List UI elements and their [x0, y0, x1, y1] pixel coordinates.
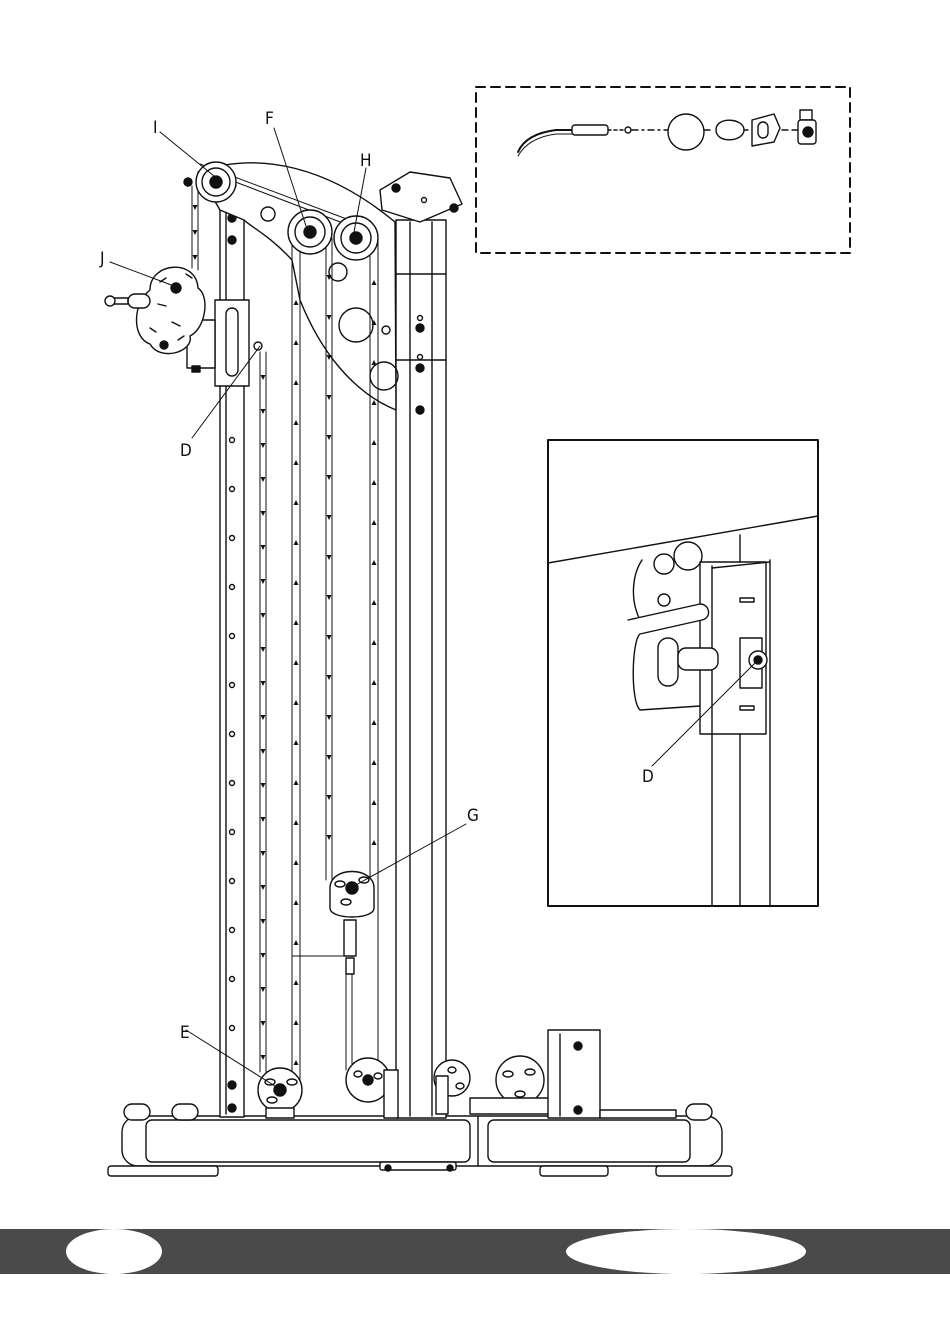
- cable-arrow: [372, 680, 377, 685]
- cable-arrow: [294, 540, 299, 545]
- cable-arrow: [261, 953, 266, 958]
- cable-arrow: [372, 440, 377, 445]
- callout-label-j: J: [99, 249, 105, 269]
- cable-arrow: [261, 477, 266, 482]
- cable-arrow: [294, 380, 299, 385]
- cable-arrow: [294, 1060, 299, 1065]
- cable-arrow: [261, 749, 266, 754]
- cable-arrow: [327, 475, 332, 480]
- cable-arrow: [294, 980, 299, 985]
- cable-arrow: [261, 647, 266, 652]
- cable-arrow: [261, 885, 266, 890]
- cable-arrow: [372, 840, 377, 845]
- cable-arrow: [294, 860, 299, 865]
- cable-arrow: [327, 435, 332, 440]
- callout-label-d-main: D: [180, 441, 192, 461]
- cable-arrow: [261, 613, 266, 618]
- cable-arrow: [327, 635, 332, 640]
- cable-arrow: [327, 515, 332, 520]
- cable-arrow: [261, 579, 266, 584]
- callout-label-d-inset: D: [642, 767, 654, 787]
- cable-arrow: [372, 520, 377, 525]
- cable-arrow: [327, 755, 332, 760]
- detail-view-inset: [548, 440, 818, 906]
- cable-arrow: [372, 400, 377, 405]
- cable-arrow: [294, 340, 299, 345]
- callout-label-g: G: [467, 806, 479, 826]
- cable-arrow: [261, 511, 266, 516]
- cable-arrow: [327, 795, 332, 800]
- page-number-left-tab: [66, 1229, 162, 1274]
- pulley-e: [258, 1068, 302, 1118]
- cable-arrow: [372, 760, 377, 765]
- pulley-i: [196, 162, 236, 202]
- cable-arrow: [294, 900, 299, 905]
- cable-arrow: [372, 640, 377, 645]
- cable-arrow: [294, 820, 299, 825]
- cable-arrow: [372, 480, 377, 485]
- cable-arrow: [294, 1020, 299, 1025]
- cable-arrow: [193, 255, 198, 260]
- pulley-f: [288, 210, 332, 254]
- cable-arrow: [261, 443, 266, 448]
- cable-arrow: [261, 715, 266, 720]
- cable-arrow: [327, 595, 332, 600]
- cable-arrow: [261, 919, 266, 924]
- cable-arrow: [294, 500, 299, 505]
- cable-arrow: [261, 1021, 266, 1026]
- cable-arrow: [294, 300, 299, 305]
- callout-label-h: H: [360, 151, 372, 171]
- callout-label-f: F: [265, 109, 274, 129]
- cable-arrow: [327, 675, 332, 680]
- cable-arrow: [294, 780, 299, 785]
- cable-arrow: [372, 800, 377, 805]
- cable-arrow: [294, 460, 299, 465]
- pulley-g: [330, 872, 374, 975]
- cable-arrow: [327, 395, 332, 400]
- cable-arrow: [294, 620, 299, 625]
- cable-arrow: [372, 560, 377, 565]
- cable-arrow: [193, 205, 198, 210]
- cable-arrow: [261, 987, 266, 992]
- cable-arrow: [261, 545, 266, 550]
- cable-arrow: [294, 420, 299, 425]
- pulley-j-adjuster: [105, 267, 205, 353]
- cable-arrow: [294, 700, 299, 705]
- cable-arrow: [261, 783, 266, 788]
- cable-arrow: [294, 660, 299, 665]
- cable-arrow: [372, 720, 377, 725]
- left-upright: [187, 205, 262, 1117]
- cable-arrow: [261, 817, 266, 822]
- cable-arrow: [294, 740, 299, 745]
- cable-arrow: [294, 940, 299, 945]
- cable-arrow: [372, 600, 377, 605]
- page-number-right-tab: [566, 1229, 806, 1274]
- callout-label-i: I: [153, 118, 158, 138]
- cable-arrow: [261, 681, 266, 686]
- cable-arrow: [261, 409, 266, 414]
- callout-label-e: E: [180, 1023, 190, 1043]
- cable-arrow: [261, 1055, 266, 1060]
- cable-arrow: [327, 835, 332, 840]
- cable-arrow: [261, 851, 266, 856]
- cable-arrow: [327, 555, 332, 560]
- cable-arrow: [193, 230, 198, 235]
- cable-arrow: [294, 580, 299, 585]
- cable-arrow: [261, 375, 266, 380]
- cable-arrow: [327, 715, 332, 720]
- handle-attachment-inset: [476, 87, 850, 253]
